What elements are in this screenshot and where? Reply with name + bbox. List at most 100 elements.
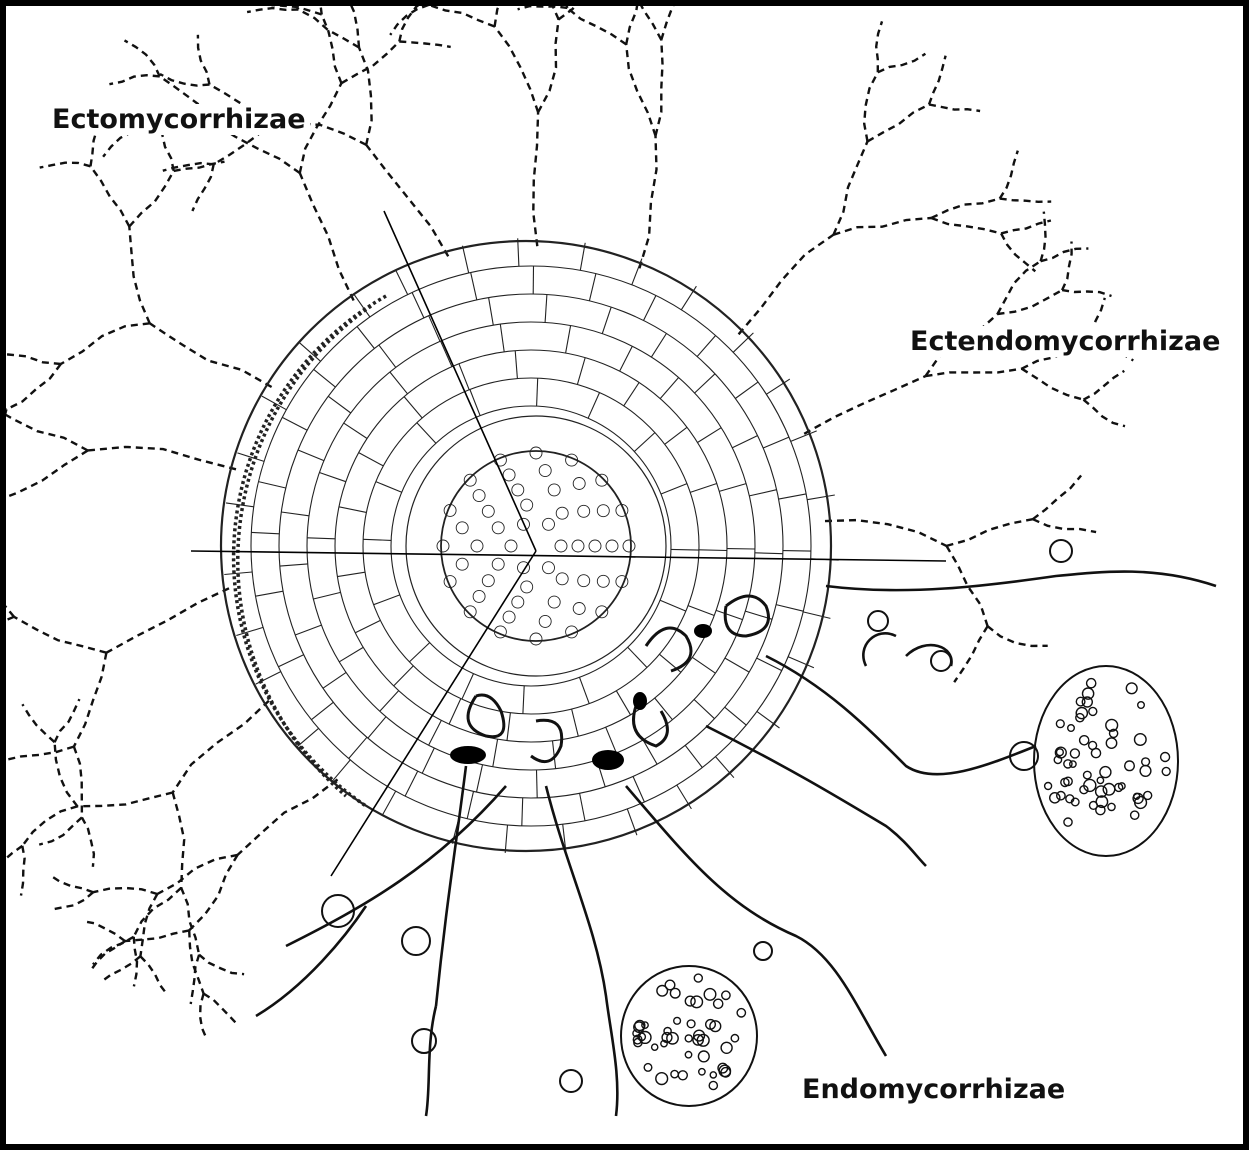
cell-wall bbox=[332, 760, 350, 781]
hypha-segment bbox=[6, 406, 88, 451]
hypha-segment bbox=[661, 6, 695, 40]
hypha-segment bbox=[864, 72, 878, 141]
cell-wall bbox=[328, 396, 351, 413]
fungal-hyphae-network bbox=[6, 6, 1133, 1039]
hypha-segment bbox=[533, 112, 538, 246]
spore-granule bbox=[687, 1020, 695, 1028]
stele-cell bbox=[572, 540, 584, 552]
cell-wall bbox=[405, 771, 418, 796]
cell-wall bbox=[467, 791, 473, 818]
cell-wall bbox=[783, 551, 811, 552]
spore-granule bbox=[678, 1071, 687, 1080]
spore-granule bbox=[1045, 783, 1052, 790]
hypha-segment bbox=[1000, 199, 1051, 202]
cell-wall bbox=[493, 739, 498, 767]
spore-large-right bbox=[1034, 666, 1178, 856]
cell-wall bbox=[404, 397, 422, 418]
root-cross-section-diagram bbox=[6, 6, 1243, 1144]
cell-wall bbox=[732, 436, 757, 448]
spore-granule bbox=[1087, 679, 1096, 688]
hypha-segment bbox=[495, 27, 538, 113]
hypha-segment bbox=[929, 56, 946, 105]
spore-granule bbox=[1056, 720, 1064, 728]
spore-granule bbox=[731, 1035, 738, 1042]
cell-wall bbox=[417, 423, 436, 444]
cell-wall bbox=[688, 606, 714, 616]
hypha-segment bbox=[1033, 476, 1081, 520]
hypha-segment bbox=[639, 136, 656, 268]
spore-granule bbox=[1064, 760, 1072, 768]
cell-wall bbox=[489, 298, 494, 326]
cell-wall bbox=[505, 825, 507, 853]
stele-cell bbox=[505, 540, 517, 552]
cell-wall bbox=[319, 473, 346, 482]
cell-wall bbox=[394, 666, 414, 686]
spore-granule bbox=[1100, 767, 1111, 778]
spore-granule bbox=[1057, 792, 1065, 800]
hypha-segment bbox=[399, 42, 450, 47]
hypha-segment bbox=[929, 105, 980, 112]
cell-wall bbox=[311, 702, 333, 719]
hypha-segment bbox=[51, 892, 93, 910]
cortex-cells bbox=[224, 238, 838, 853]
hypha-segment bbox=[947, 519, 1033, 546]
spore-granule bbox=[1131, 811, 1139, 819]
stele-cell bbox=[555, 540, 567, 552]
cell-wall bbox=[409, 643, 429, 662]
hypha-segment bbox=[739, 235, 834, 335]
cell-wall bbox=[313, 592, 340, 599]
cell-wall bbox=[368, 717, 386, 738]
hypha-segment bbox=[199, 955, 244, 975]
spore-granule bbox=[737, 1009, 745, 1017]
stele-cell bbox=[578, 505, 590, 517]
stele-cell bbox=[573, 603, 585, 615]
spore-granule bbox=[1108, 803, 1115, 810]
hypha-segment bbox=[109, 75, 159, 84]
sector-divider bbox=[191, 551, 946, 561]
spore-granule bbox=[1076, 708, 1087, 719]
hypha-segment bbox=[6, 554, 14, 617]
hypha-segment bbox=[129, 171, 173, 227]
hypha-segment bbox=[125, 40, 160, 76]
spore-granule bbox=[685, 996, 695, 1006]
spore-granule bbox=[694, 974, 702, 982]
hypha-segment bbox=[1062, 290, 1111, 296]
stele-cell bbox=[503, 469, 515, 481]
sector-divider bbox=[331, 551, 536, 876]
hypha-segment bbox=[140, 894, 157, 956]
hypha-segment bbox=[88, 447, 236, 469]
stele-cell bbox=[492, 522, 504, 534]
stele-cell bbox=[556, 573, 568, 585]
cell-wall bbox=[359, 453, 384, 466]
hypha-segment bbox=[6, 617, 14, 655]
hypha-segment bbox=[22, 704, 54, 742]
stele-cell bbox=[606, 540, 618, 552]
hypha-segment bbox=[90, 941, 125, 971]
hypha-segment bbox=[14, 617, 106, 653]
sector-divider bbox=[384, 211, 536, 551]
stele-cell bbox=[456, 522, 468, 534]
hypha-segment bbox=[150, 323, 272, 387]
cell-wall bbox=[376, 482, 402, 493]
stele-cell bbox=[596, 474, 608, 486]
cell-wall bbox=[719, 484, 746, 492]
stele-cell bbox=[596, 606, 608, 618]
stele-cell bbox=[597, 505, 609, 517]
endodermis-ring bbox=[406, 416, 666, 676]
cell-wall bbox=[725, 658, 749, 672]
stele-cell bbox=[473, 490, 485, 502]
hypha-segment bbox=[341, 42, 399, 84]
spores bbox=[322, 540, 1178, 1106]
spore-granule bbox=[1126, 683, 1137, 694]
hypha-segment bbox=[22, 806, 77, 846]
spore-granule bbox=[1080, 736, 1089, 745]
spore-granule bbox=[685, 1035, 692, 1042]
spore-granule bbox=[698, 1051, 709, 1062]
spore-granule bbox=[644, 1064, 652, 1072]
hypha-segment bbox=[173, 701, 269, 793]
cell-wall bbox=[323, 672, 346, 688]
hypha-segment bbox=[83, 921, 125, 941]
hypha-segment bbox=[1084, 400, 1126, 427]
hypha-segment bbox=[129, 227, 149, 324]
spore-granule bbox=[670, 988, 680, 998]
